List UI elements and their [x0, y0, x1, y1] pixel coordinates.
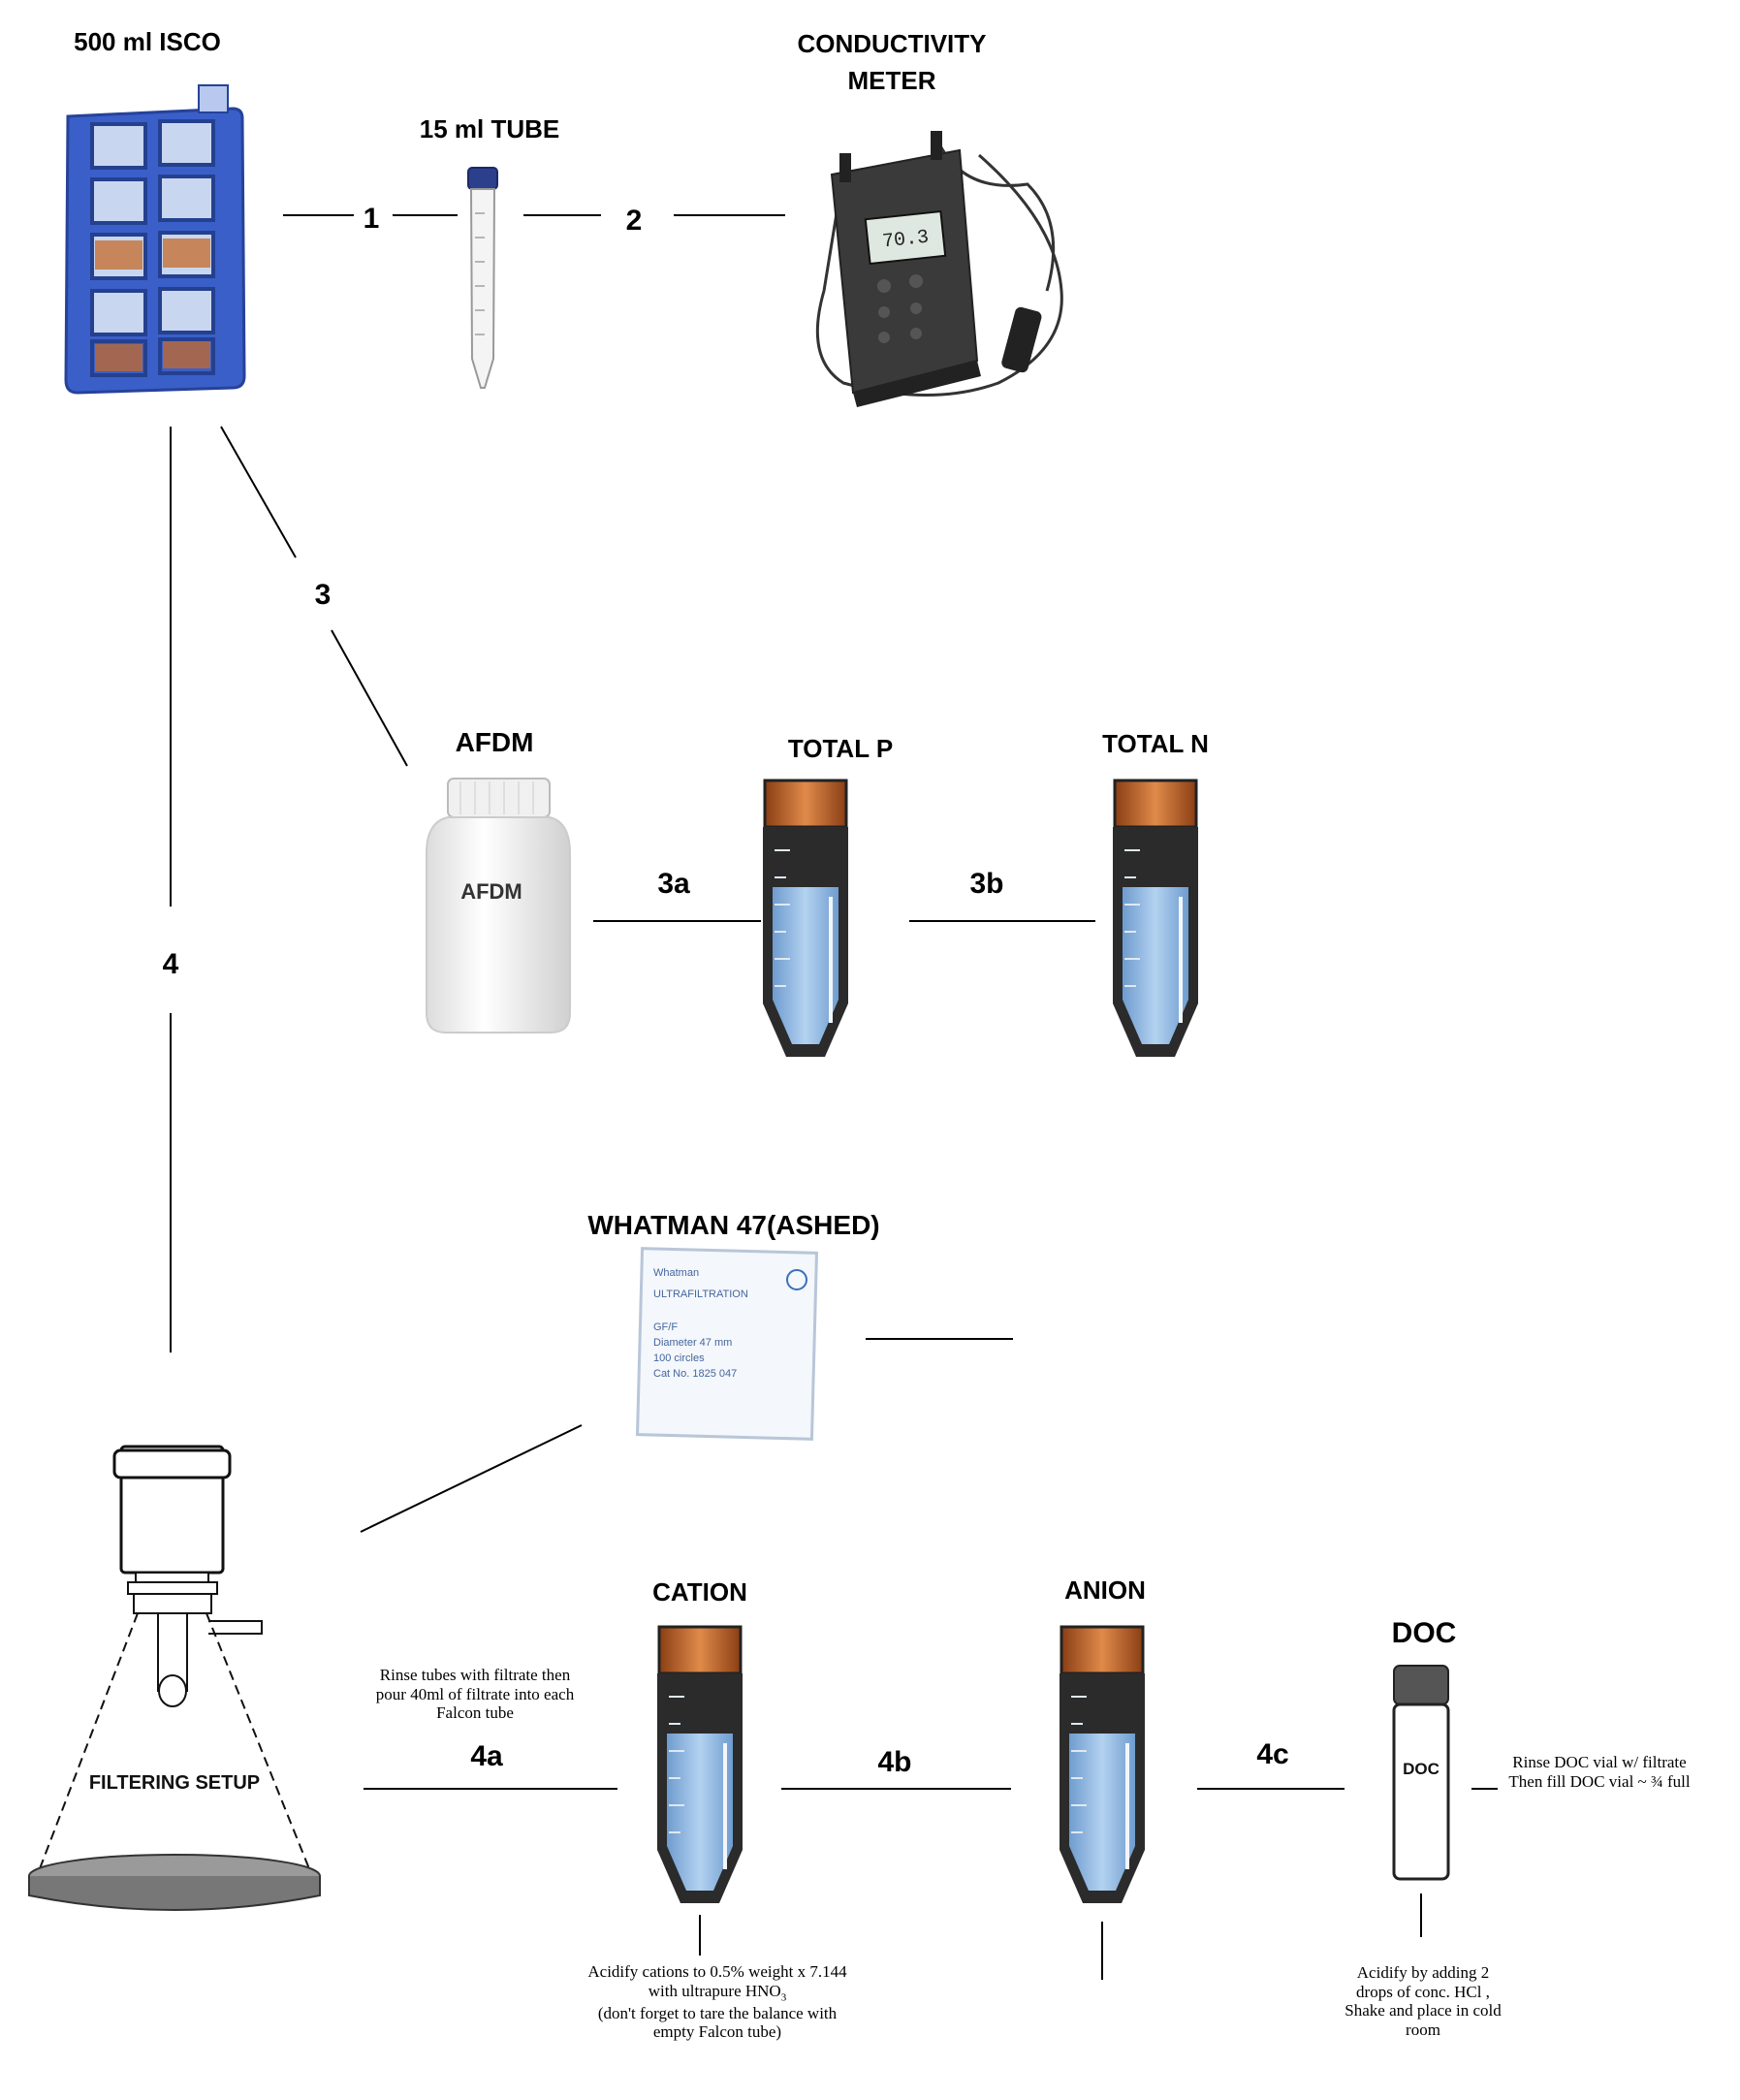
- anion-tube-image: [1058, 1625, 1147, 1905]
- rinse-tubes-line: pour 40ml of filtrate into each: [375, 1684, 575, 1703]
- anion-label: ANION: [1064, 1575, 1146, 1605]
- isco-label: 500 ml ISCO: [74, 27, 221, 56]
- acidify-cations-line: empty Falcon tube): [652, 2022, 782, 2042]
- filter-box-text-line: Whatman: [653, 1267, 699, 1279]
- step-1: 1: [363, 203, 380, 235]
- 15ml-tube-image: [467, 167, 498, 389]
- rinse-tubes-note: Rinse tubes with filtrate then pour 40ml…: [376, 1666, 574, 1723]
- filtering-setup-image: FILTERING SETUP: [28, 1445, 321, 1911]
- step-3: 3: [314, 579, 332, 611]
- conductivity-meter-image: 70.3: [815, 131, 1063, 407]
- rinse-doc-line: Then fill DOC vial ~ ¾ full: [1508, 1771, 1691, 1791]
- acidify-cations-line: Acidify cations to 0.5% weight x 7.144: [587, 1962, 847, 1981]
- afdm-bottle-label: AFDM: [460, 879, 522, 904]
- doc-label: DOC: [1391, 1617, 1457, 1649]
- cation-tube-image: [655, 1625, 744, 1905]
- conductivity-label-line2: METER: [847, 66, 936, 95]
- meter-display-text: 70.3: [881, 227, 930, 254]
- afdm-label: AFDM: [455, 727, 534, 757]
- total-p-tube-image: [761, 779, 850, 1059]
- acidify-doc-line: Shake and place in cold: [1345, 2001, 1502, 2020]
- cation-label: CATION: [652, 1577, 747, 1607]
- doc-vial-image: DOC: [1392, 1665, 1450, 1881]
- isco-container-image: [64, 84, 246, 395]
- step-2: 2: [625, 205, 643, 237]
- doc-vial-label: DOC: [1403, 1760, 1439, 1778]
- step-3b: 3b: [969, 868, 1004, 900]
- total-p-label: TOTAL P: [787, 734, 894, 763]
- total-n-tube-image: [1111, 779, 1200, 1059]
- acidify-doc-line: Acidify by adding 2: [1356, 1963, 1490, 1982]
- filter-box-text-line: Diameter 47 mm: [653, 1337, 732, 1349]
- conductivity-label-line1: CONDUCTIVITY: [797, 29, 987, 58]
- rinse-doc-line: Rinse DOC vial w/ filtrate: [1512, 1753, 1687, 1771]
- total-n-label: TOTAL N: [1102, 729, 1209, 758]
- acidify-cations-line: (don't forget to tare the balance with: [597, 2003, 838, 2022]
- acidify-cations-note: Acidify cations to 0.5% weight x 7.144 w…: [587, 1962, 846, 2042]
- acidify-cations-line-formula: with ultrapure HNO3: [648, 1981, 787, 2003]
- acidify-doc-note: Acidify by adding 2 drops of conc. HCl ,…: [1345, 1963, 1501, 2039]
- connector-lines: [170, 214, 1498, 1980]
- filter-box-text-line: 100 circles: [653, 1352, 705, 1364]
- filter-box-text-line: ULTRAFILTRATION: [653, 1289, 748, 1300]
- acidify-doc-line: room: [1406, 2020, 1440, 2039]
- rinse-doc-note: Rinse DOC vial w/ filtrate Then fill DOC…: [1508, 1753, 1690, 1791]
- filter-box-text-line: Cat No. 1825 047: [653, 1368, 737, 1380]
- afdm-bottle-image: AFDM: [426, 778, 571, 1034]
- rinse-tubes-line: Falcon tube: [436, 1703, 514, 1723]
- whatman-label: WHATMAN 47(ASHED): [587, 1210, 880, 1240]
- step-4b: 4b: [877, 1746, 912, 1778]
- step-3a: 3a: [657, 868, 690, 900]
- step-4c: 4c: [1256, 1738, 1289, 1770]
- rinse-tubes-line: Rinse tubes with filtrate then: [379, 1666, 571, 1684]
- step-4: 4: [162, 948, 179, 980]
- tube15-label: 15 ml TUBE: [419, 114, 560, 143]
- filter-box-text-line: GF/F: [653, 1321, 678, 1333]
- step-4a: 4a: [470, 1740, 503, 1772]
- filtering-setup-label: FILTERING SETUP: [89, 1772, 260, 1794]
- acidify-doc-line: drops of conc. HCl ,: [1356, 1982, 1490, 2001]
